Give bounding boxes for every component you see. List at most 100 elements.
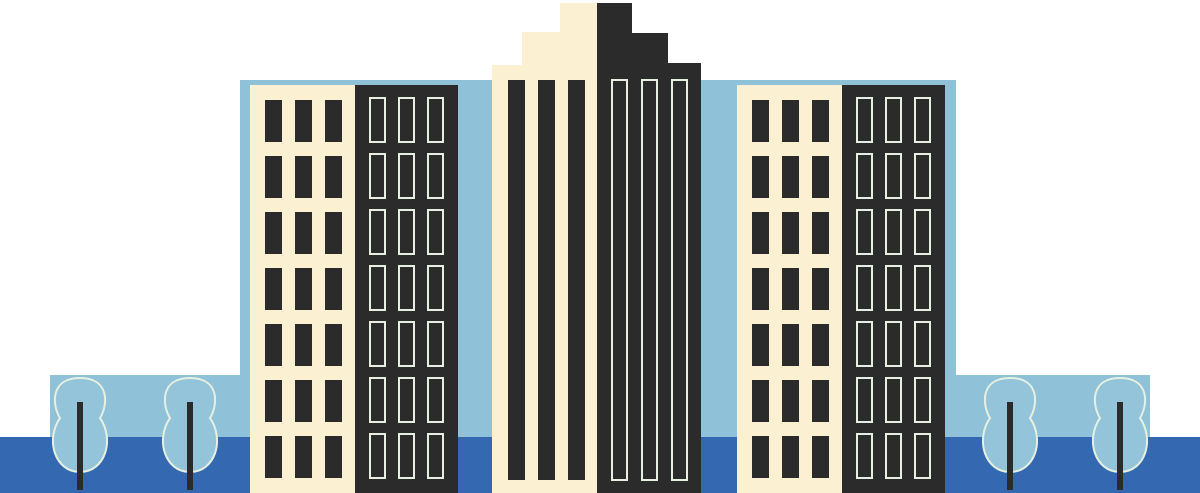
tower-light-step [560,3,598,43]
window [265,268,282,310]
window [369,265,386,311]
tree [981,376,1039,490]
window [265,212,282,254]
window [369,153,386,199]
window [398,321,415,367]
window [265,380,282,422]
window [782,324,799,366]
tree [1091,376,1149,490]
window [295,436,312,478]
window [427,321,444,367]
window [782,380,799,422]
window [325,156,342,198]
window [752,212,769,254]
window [369,377,386,423]
tower-stripe [508,80,525,480]
window [914,97,931,143]
window [325,268,342,310]
window [369,209,386,255]
right-building [737,85,945,493]
window [752,436,769,478]
window [856,321,873,367]
window [427,433,444,479]
window [369,321,386,367]
window [856,209,873,255]
window [856,433,873,479]
window [295,268,312,310]
window [914,377,931,423]
window [914,153,931,199]
window [427,97,444,143]
window [812,100,829,142]
tree-trunk [187,402,193,490]
tree-trunk [77,402,83,490]
window [369,433,386,479]
window [914,321,931,367]
tower-stripe [568,80,585,480]
window [398,433,415,479]
tower-stripe [641,79,658,481]
tower-stripe [671,79,688,481]
window [885,321,902,367]
tree [51,376,109,490]
window [398,153,415,199]
window [325,324,342,366]
left-building [250,85,458,493]
window [856,97,873,143]
window [812,436,829,478]
window [427,209,444,255]
trees [51,376,1149,490]
window [325,212,342,254]
window [885,433,902,479]
window [752,380,769,422]
tower-stripe [611,79,628,481]
window [427,377,444,423]
window [812,324,829,366]
window [782,156,799,198]
window [885,209,902,255]
tree-trunk [1007,402,1013,490]
window [812,268,829,310]
window [885,377,902,423]
tree [161,376,219,490]
window [856,377,873,423]
window [782,212,799,254]
tower-stripe [538,80,555,480]
window [265,156,282,198]
window [812,212,829,254]
window [325,436,342,478]
window [265,324,282,366]
window [782,268,799,310]
window [812,380,829,422]
window [885,153,902,199]
window [295,324,312,366]
window [752,324,769,366]
window [782,100,799,142]
window [398,97,415,143]
window [295,380,312,422]
window [398,265,415,311]
window [325,100,342,142]
tower-dark-side [597,63,701,493]
window [325,380,342,422]
window [782,436,799,478]
window [914,209,931,255]
window [885,265,902,311]
window [398,377,415,423]
tower-dark-step [597,3,632,43]
window [295,156,312,198]
window [427,153,444,199]
window [812,156,829,198]
window [295,212,312,254]
tree-trunk [1117,402,1123,490]
window [265,436,282,478]
window [752,100,769,142]
window [856,265,873,311]
window [856,153,873,199]
window [752,268,769,310]
window [427,265,444,311]
window [295,100,312,142]
window [265,100,282,142]
window [914,265,931,311]
